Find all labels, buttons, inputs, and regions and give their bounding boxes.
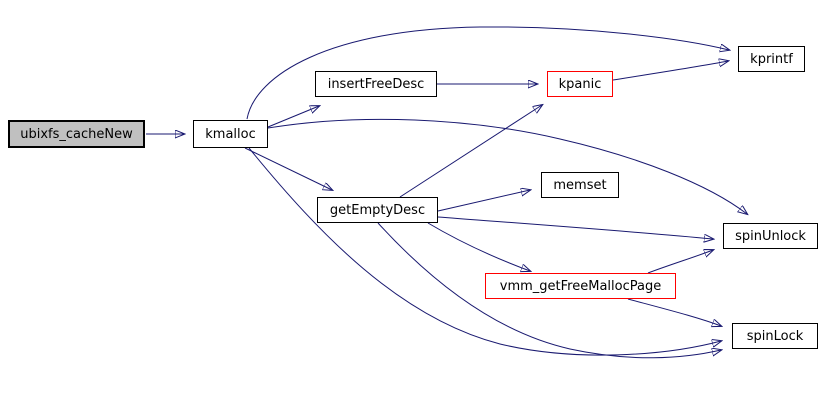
edge-vmm_getFreeMallocPage-spinUnlock [647,250,713,274]
node-kpanic[interactable]: kpanic [547,71,613,97]
edge-kpanic-kprintf [612,61,728,81]
edge-kmalloc-spinLock [248,147,721,356]
node-vmm_getFreeMallocPage[interactable]: vmm_getFreeMallocPage [485,273,676,299]
edge-getEmptyDesc-spinLock [377,222,721,359]
node-kprintf-label: kprintf [750,51,793,67]
edge-kmalloc-getEmptyDesc [244,147,332,190]
node-ubixfs_cacheNew: ubixfs_cacheNew [8,120,145,148]
edge-vmm_getFreeMallocPage-spinLock [627,298,721,326]
edge-getEmptyDesc-memset [437,190,530,212]
edge-getEmptyDesc-vmm_getFreeMallocPage [427,222,530,271]
node-insertFreeDesc-label: insertFreeDesc [327,76,425,92]
node-getEmptyDesc-label: getEmptyDesc [329,202,426,218]
node-ubixfs_cacheNew-label: ubixfs_cacheNew [20,126,133,142]
node-kprintf[interactable]: kprintf [738,46,805,72]
node-getEmptyDesc[interactable]: getEmptyDesc [317,197,438,223]
node-spinUnlock[interactable]: spinUnlock [723,223,818,249]
node-kmalloc[interactable]: kmalloc [193,120,268,148]
node-kpanic-label: kpanic [558,76,602,92]
node-spinLock-label: spinLock [746,328,804,344]
edge-kmalloc-insertFreeDesc [267,106,319,128]
node-kmalloc-label: kmalloc [205,126,256,142]
edge-kmalloc-spinUnlock [267,118,747,214]
node-memset-label: memset [553,177,607,193]
edge-getEmptyDesc-kpanic [399,105,542,198]
edge-kmalloc-kprintf [246,26,729,120]
node-spinUnlock-label: spinUnlock [735,228,806,244]
node-spinLock[interactable]: spinLock [732,323,818,349]
node-insertFreeDesc[interactable]: insertFreeDesc [315,71,437,97]
edge-getEmptyDesc-spinUnlock [437,216,713,239]
node-memset[interactable]: memset [541,172,619,198]
node-vmm_getFreeMallocPage-label: vmm_getFreeMallocPage [499,278,662,294]
